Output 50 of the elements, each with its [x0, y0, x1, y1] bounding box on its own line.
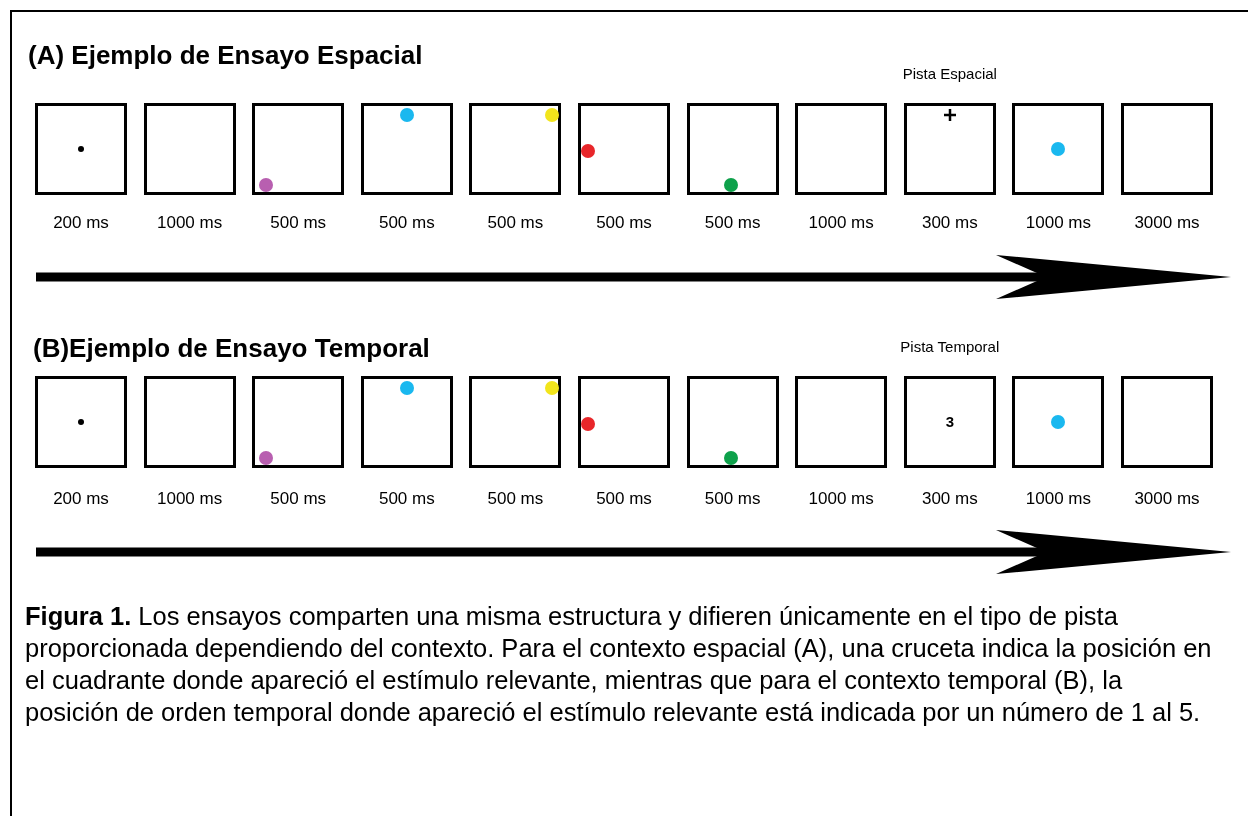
- duration-label: 500 ms: [377, 489, 436, 509]
- duration-label: 500 ms: [269, 489, 328, 509]
- screen-frame: [360, 103, 453, 195]
- duration-label: 500 ms: [269, 213, 328, 233]
- cue-label: Pista Espacial: [901, 65, 998, 82]
- cue-label: Pista Temporal: [899, 338, 1001, 355]
- screen-frame: [903, 103, 996, 195]
- screen-frame: [686, 376, 779, 468]
- duration-label: 300 ms: [920, 213, 979, 233]
- duration-label: 1000 ms: [156, 489, 224, 509]
- screen-frame: [35, 103, 127, 195]
- screen-frame: [1121, 103, 1213, 195]
- section-heading: (A) Ejemplo de Ensayo Espacial: [28, 40, 423, 71]
- duration-label: 1000 ms: [1024, 489, 1092, 509]
- screen-frame: [143, 376, 236, 468]
- duration-label: 500 ms: [703, 489, 762, 509]
- screen-frame: [1012, 376, 1105, 468]
- duration-label: 200 ms: [52, 489, 110, 509]
- figure-caption: Figura 1. Los ensayos comparten una misma estructura y difieren únicamente en el tipo de pista proporcionada dependiendo del contexto. Para el contexto espacial (A), una cruceta indica la posición en el cuadrante donde apareció el estímulo relevante, mientras que para el contexto temporal (B), la posición de orden temporal donde apareció el estímulo relevante está indicada por un número de 1 al 5.: [25, 601, 1213, 728]
- screen-frame: [469, 103, 562, 195]
- duration-label: 500 ms: [595, 489, 653, 509]
- section-heading: (B)Ejemplo de Ensayo Temporal: [33, 333, 430, 364]
- screen-frame: [578, 103, 670, 195]
- cue-number: 3: [944, 413, 955, 430]
- screen-frame: [143, 103, 236, 195]
- screen-frame: [795, 103, 888, 195]
- screen-frame: [1121, 376, 1213, 468]
- duration-label: 1000 ms: [156, 213, 224, 233]
- screen-frame: [360, 376, 453, 468]
- duration-label: 1000 ms: [807, 213, 875, 233]
- duration-label: 200 ms: [52, 213, 110, 233]
- duration-label: 500 ms: [703, 213, 762, 233]
- duration-label: 1000 ms: [1024, 213, 1092, 233]
- duration-label: 300 ms: [920, 489, 979, 509]
- screen-frame: [469, 376, 562, 468]
- screen-frame: [35, 376, 127, 468]
- screen-frame: [795, 376, 888, 468]
- duration-label: 3000 ms: [1133, 213, 1201, 233]
- screen-frame: [1012, 103, 1105, 195]
- duration-label: 500 ms: [486, 489, 545, 509]
- duration-label: 1000 ms: [807, 489, 875, 509]
- duration-label: 3000 ms: [1133, 489, 1201, 509]
- screen-frame: [252, 103, 345, 195]
- duration-label: 500 ms: [595, 213, 653, 233]
- duration-label: 500 ms: [486, 213, 545, 233]
- screen-frame: [252, 376, 345, 468]
- screen-frame: [903, 376, 996, 468]
- screen-frame: [578, 376, 670, 468]
- duration-label: 500 ms: [377, 213, 436, 233]
- screen-frame: [686, 103, 779, 195]
